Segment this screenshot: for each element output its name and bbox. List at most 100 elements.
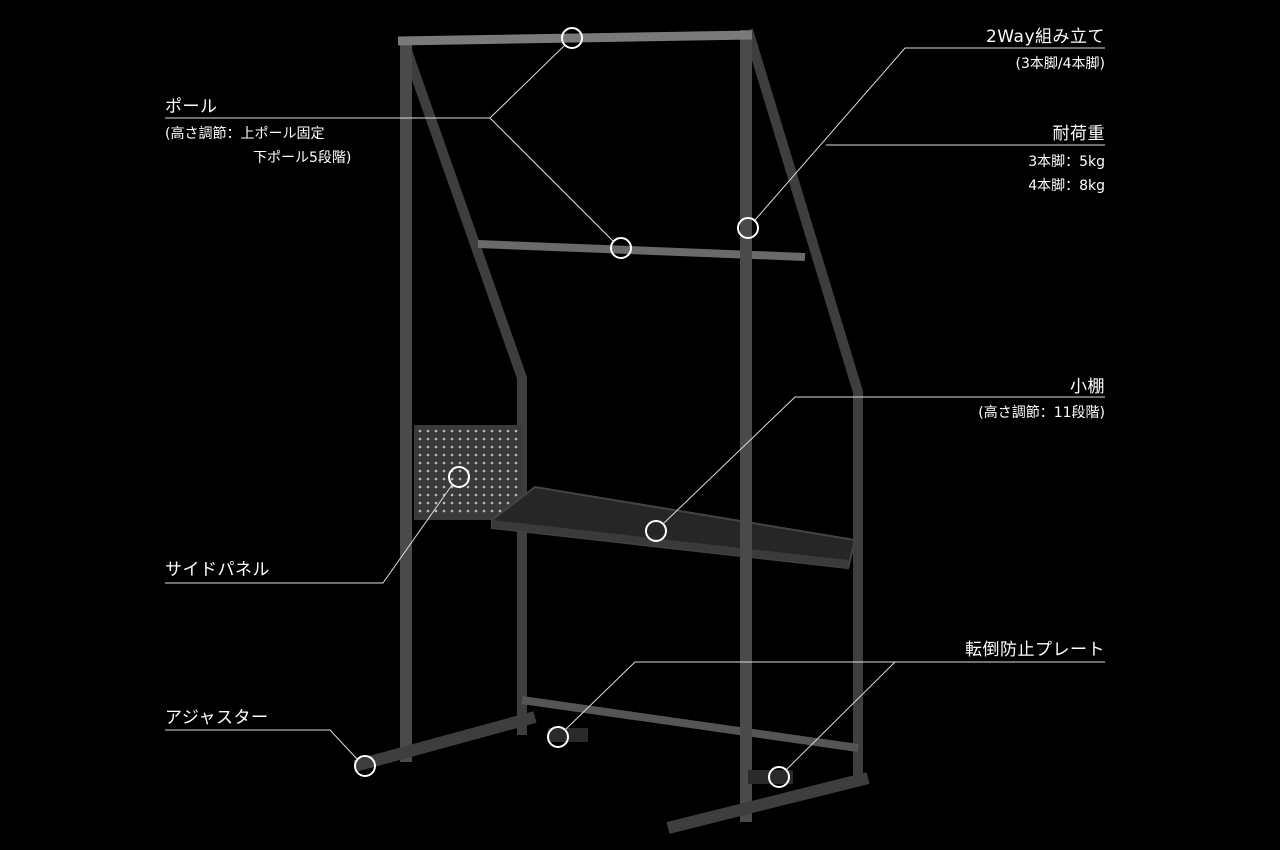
- panel-hole: [466, 501, 470, 505]
- panel-hole: [506, 477, 510, 481]
- panel-hole: [514, 493, 518, 497]
- circle-top-pole: [561, 27, 583, 49]
- side-panel-title: サイドパネル: [165, 560, 270, 580]
- panel-hole: [426, 469, 430, 473]
- panel-hole: [418, 509, 422, 513]
- panel-hole: [418, 445, 422, 449]
- panel-hole: [434, 485, 438, 489]
- panel-hole: [466, 461, 470, 465]
- panel-hole: [418, 461, 422, 465]
- panel-hole: [458, 445, 462, 449]
- back-right-leg: [743, 28, 863, 778]
- panel-hole: [474, 477, 478, 481]
- panel-hole: [450, 453, 454, 457]
- middle-pole: [477, 240, 806, 261]
- panel-hole: [418, 493, 422, 497]
- shelf-title: 小棚: [1070, 377, 1105, 397]
- pole-detail-1: (高さ調節：上ポール固定: [165, 126, 325, 142]
- panel-hole: [490, 429, 494, 433]
- panel-hole: [442, 429, 446, 433]
- panel-hole: [514, 445, 518, 449]
- two-way-title: 2Way組み立て: [985, 27, 1105, 47]
- back-left-leg: [401, 46, 527, 735]
- panel-hole: [458, 493, 462, 497]
- circle-side-panel: [448, 466, 470, 488]
- panel-hole: [442, 437, 446, 441]
- rack-frame: [353, 28, 870, 834]
- circle-middle-pole: [610, 237, 632, 259]
- panel-hole: [466, 493, 470, 497]
- panel-hole: [450, 509, 454, 513]
- panel-hole: [498, 493, 502, 497]
- adjuster-leader: [165, 729, 358, 760]
- panel-hole: [434, 509, 438, 513]
- panel-hole: [450, 493, 454, 497]
- panel-hole: [442, 477, 446, 481]
- panel-hole: [498, 477, 502, 481]
- panel-hole: [434, 437, 438, 441]
- panel-hole: [458, 437, 462, 441]
- pole-detail-2: 下ポール5段階): [253, 150, 352, 166]
- panel-hole: [442, 501, 446, 505]
- panel-hole: [498, 485, 502, 489]
- panel-hole: [490, 485, 494, 489]
- top-pole: [397, 30, 753, 46]
- panel-hole: [418, 485, 422, 489]
- panel-hole: [506, 437, 510, 441]
- panel-hole: [434, 461, 438, 465]
- panel-hole: [482, 477, 486, 481]
- panel-hole: [514, 477, 518, 481]
- pole-title: ポール: [165, 97, 218, 117]
- panel-hole: [434, 493, 438, 497]
- panel-hole: [514, 453, 518, 457]
- circle-anti-tip-2: [768, 766, 790, 788]
- adjuster-title: アジャスター: [165, 708, 269, 728]
- panel-hole: [450, 429, 454, 433]
- right-foot: [666, 772, 870, 834]
- panel-hole: [506, 461, 510, 465]
- pole-leader: [165, 44, 566, 119]
- panel-hole: [442, 461, 446, 465]
- panel-hole: [474, 509, 478, 513]
- panel-hole: [466, 485, 470, 489]
- circle-two-way: [737, 217, 759, 239]
- two-way-detail: (3本脚/4本脚): [1015, 56, 1105, 72]
- panel-hole: [458, 453, 462, 457]
- anti-tip-plate: [748, 770, 793, 784]
- bottom-bar: [521, 696, 859, 752]
- panel-hole: [426, 493, 430, 497]
- panel-hole: [450, 501, 454, 505]
- panel-hole: [474, 429, 478, 433]
- panel-hole: [466, 453, 470, 457]
- panel-hole: [514, 461, 518, 465]
- panel-hole: [426, 429, 430, 433]
- panel-hole: [426, 437, 430, 441]
- circle-anti-tip-1: [547, 726, 569, 748]
- panel-hole: [426, 485, 430, 489]
- panel-hole: [426, 461, 430, 465]
- panel-hole: [498, 445, 502, 449]
- load-detail-2: 4本脚：8kg: [1028, 178, 1105, 194]
- panel-hole: [506, 493, 510, 497]
- panel-hole: [506, 445, 510, 449]
- panel-hole: [458, 501, 462, 505]
- panel-hole: [474, 485, 478, 489]
- panel-hole: [498, 509, 502, 513]
- panel-hole: [474, 453, 478, 457]
- panel-hole: [442, 509, 446, 513]
- panel-hole: [490, 477, 494, 481]
- panel-hole: [490, 445, 494, 449]
- circle-adjuster: [354, 755, 376, 777]
- leader-lines: [165, 44, 1105, 771]
- panel-hole: [458, 509, 462, 513]
- panel-hole: [434, 453, 438, 457]
- panel-hole: [514, 437, 518, 441]
- panel-hole: [490, 501, 494, 505]
- panel-hole: [418, 501, 422, 505]
- anti-tip-leader: [565, 661, 1105, 730]
- panel-hole: [514, 485, 518, 489]
- panel-hole: [514, 429, 518, 433]
- panel-hole: [482, 485, 486, 489]
- panel-hole: [466, 429, 470, 433]
- panel-hole: [426, 509, 430, 513]
